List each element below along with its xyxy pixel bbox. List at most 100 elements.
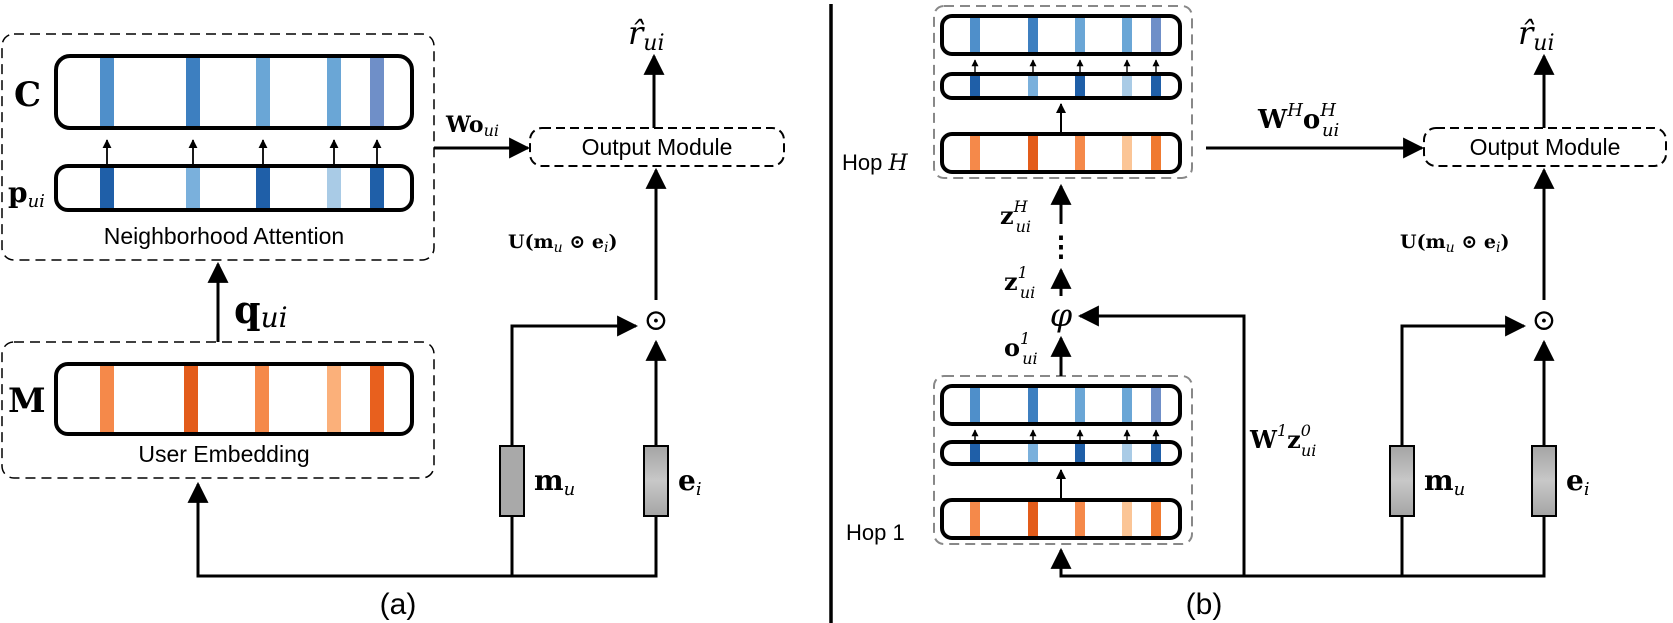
stripe: [1122, 502, 1132, 536]
hop-h-label: Hop H: [842, 150, 908, 176]
rhat-label: r̂ui: [628, 14, 665, 56]
stripe: [1075, 136, 1085, 170]
stripe: [327, 58, 341, 126]
memory-c-label: C: [14, 75, 41, 115]
stripe: [370, 58, 384, 126]
memory-m-label: M: [8, 381, 46, 421]
stripe: [1151, 136, 1161, 170]
ei-label-b: ei: [1566, 464, 1590, 500]
odot-operator: ⊙: [643, 303, 668, 338]
ei-vector-b: [1531, 445, 1557, 517]
output-module-box: [529, 127, 785, 167]
panel-a: C pui Neighborhood Attention qui: [1, 14, 785, 621]
stripe: [1028, 136, 1038, 170]
stripe: [1122, 444, 1132, 462]
mu-vector-b: [1389, 445, 1415, 517]
neighborhood-attention-box: [1, 33, 435, 261]
ellipsis-dots: ⋮: [1047, 230, 1075, 263]
ei-vector: [643, 445, 669, 517]
caption-a: (a): [380, 588, 417, 621]
hop-h-attention-bar: [940, 72, 1182, 100]
stripe: [970, 444, 980, 462]
hop-1-attention-bar: [940, 440, 1182, 466]
hop-h-box: [933, 5, 1193, 179]
q-ui-label: qui: [234, 287, 288, 334]
stripe: [100, 366, 114, 432]
odot-operator-b: ⊙: [1531, 303, 1556, 338]
hop-1-user-bar: [940, 498, 1182, 540]
output-module-box-b: [1423, 127, 1667, 167]
w1-z0-path: [1077, 305, 1246, 576]
memory-m-stripes: [100, 366, 384, 432]
stripe: [1075, 388, 1085, 422]
user-embedding-box: [1, 341, 435, 479]
stripe: [1122, 136, 1132, 170]
p-ui-label: pui: [8, 176, 45, 212]
stripe: [1028, 502, 1038, 536]
mu-to-odot-line: [510, 315, 639, 450]
stripe: [1075, 444, 1085, 462]
stripe: [1122, 388, 1132, 422]
stripe: [327, 168, 341, 208]
stripe: [256, 58, 270, 126]
user-embedding-label: User Embedding: [138, 441, 309, 467]
output-module-label: Output Module: [582, 134, 733, 160]
stripe: [370, 168, 384, 208]
stripe: [1122, 18, 1132, 52]
memory-c-bar: [54, 54, 414, 130]
mu-to-odot-line-b: [1400, 315, 1527, 450]
mu-label: mu: [534, 464, 575, 500]
neighborhood-attention-label: Neighborhood Attention: [104, 223, 344, 249]
hop-1-user-stripes: [970, 502, 1161, 536]
u-label-b: U(mu ⊙ ei): [1400, 231, 1509, 256]
memory-c-stripes: [100, 58, 384, 126]
phi-operator: φ: [1050, 296, 1073, 334]
stripe: [970, 388, 980, 422]
stripe: [186, 58, 200, 126]
caption-b: (b): [1186, 588, 1223, 621]
stripe: [1151, 18, 1161, 52]
stripe: [970, 136, 980, 170]
bottom-path-b: [1050, 516, 1546, 578]
hop-1-label: Hop 1: [846, 520, 905, 545]
stripe: [327, 366, 341, 432]
stripe: [1151, 444, 1161, 462]
stripe: [184, 366, 198, 432]
stripe: [1028, 444, 1038, 462]
hop-h-user-bar: [940, 132, 1182, 174]
ei-label: ei: [678, 464, 702, 500]
output-module-label-b: Output Module: [1470, 134, 1621, 160]
attention-arrows: [102, 139, 382, 166]
stripe: [370, 366, 384, 432]
stripe: [255, 366, 269, 432]
memory-m-bar: [54, 362, 414, 436]
bottom-path-a: [187, 481, 658, 578]
hop-h-memory-bar: [940, 14, 1182, 56]
hop-h-attention-stripes: [970, 76, 1161, 96]
stripe: [970, 502, 980, 536]
stripe: [1075, 18, 1085, 52]
hop-h-arrows: [971, 59, 1160, 74]
stripe: [100, 58, 114, 126]
stripe: [970, 18, 980, 52]
stripe: [970, 76, 980, 96]
hop-1-attention-stripes: [970, 444, 1161, 462]
stripe: [100, 168, 114, 208]
u-label: U(mu ⊙ ei): [508, 231, 617, 256]
stripe: [1075, 502, 1085, 536]
hop-1-memory-bar: [940, 384, 1182, 426]
stripe: [186, 168, 200, 208]
stripe: [1028, 76, 1038, 96]
stripe: [1151, 388, 1161, 422]
mu-vector: [499, 445, 525, 517]
hop-1-memory-stripes: [970, 388, 1161, 422]
hop-h-user-stripes: [970, 136, 1161, 170]
stripe: [1075, 76, 1085, 96]
